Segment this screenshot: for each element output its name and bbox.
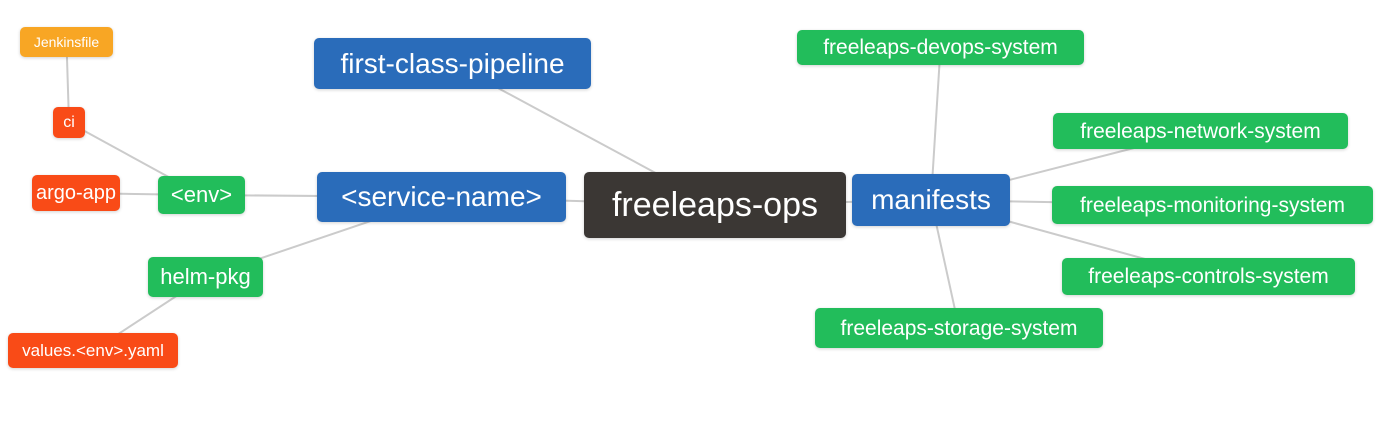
mindmap-node-helm-pkg[interactable]: helm-pkg [148,257,263,297]
mindmap-node-freeleaps-ops[interactable]: freeleaps-ops [584,172,846,238]
mindmap-node-ci[interactable]: ci [53,107,85,138]
mindmap-node-service-name[interactable]: <service-name> [317,172,566,222]
mindmap-node-freeleaps-monitoring-system[interactable]: freeleaps-monitoring-system [1052,186,1373,224]
mindmap-node-env[interactable]: <env> [158,176,245,214]
mindmap-node-manifests[interactable]: manifests [852,174,1010,226]
mindmap-node-freeleaps-devops-system[interactable]: freeleaps-devops-system [797,30,1084,65]
mindmap-node-first-class-pipeline[interactable]: first-class-pipeline [314,38,591,89]
mindmap-node-jenkinsfile[interactable]: Jenkinsfile [20,27,113,57]
mindmap-node-values-env-yaml[interactable]: values.<env>.yaml [8,333,178,368]
mindmap-node-freeleaps-network-system[interactable]: freeleaps-network-system [1053,113,1348,149]
mindmap-node-argo-app[interactable]: argo-app [32,175,120,211]
mindmap-node-freeleaps-controls-system[interactable]: freeleaps-controls-system [1062,258,1355,295]
mindmap-node-freeleaps-storage-system[interactable]: freeleaps-storage-system [815,308,1103,348]
